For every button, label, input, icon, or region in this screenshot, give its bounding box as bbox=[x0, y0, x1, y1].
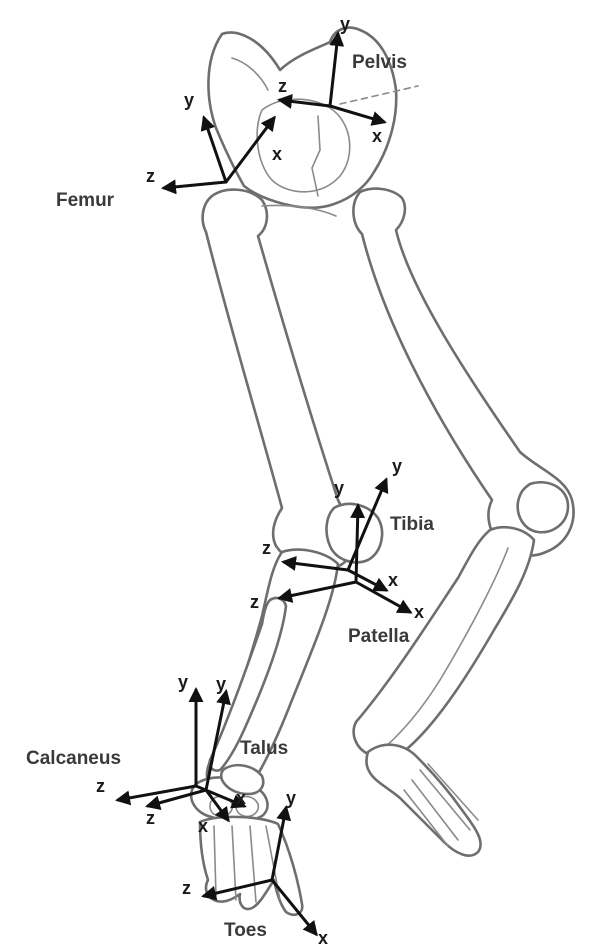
pelvis-axis-z: z bbox=[278, 76, 287, 96]
talus-axis-x: x bbox=[198, 816, 208, 836]
patella-right-bone bbox=[518, 482, 568, 532]
femur-axis-x: x bbox=[272, 144, 282, 164]
label-toes: Toes bbox=[224, 920, 267, 941]
calcaneus-axis-z: z bbox=[96, 776, 105, 796]
patella-axis-z: z bbox=[250, 592, 259, 612]
skeleton-drawing bbox=[191, 28, 573, 915]
patella-axis-x: x bbox=[414, 602, 424, 622]
tibia-axis-x: x bbox=[388, 570, 398, 590]
calcaneus-axis-y: y bbox=[178, 672, 188, 692]
talus-axis-y: y bbox=[216, 674, 226, 694]
label-femur: Femur bbox=[56, 190, 115, 211]
femur-axis-z: z bbox=[146, 166, 155, 186]
talus-axis-z: z bbox=[146, 808, 155, 828]
patella-axis-y: y bbox=[334, 478, 344, 498]
label-patella: Patella bbox=[348, 626, 410, 647]
tibia-axis-y: y bbox=[392, 456, 402, 476]
label-calcaneus: Calcaneus bbox=[26, 748, 121, 769]
femur-axis-y: y bbox=[184, 90, 194, 110]
foot-right-bone bbox=[366, 745, 480, 856]
toes-axis-z: z bbox=[182, 878, 191, 898]
tibia-axis-z: z bbox=[262, 538, 271, 558]
pelvis-axis-x: x bbox=[372, 126, 382, 146]
toes-axis-y: y bbox=[286, 788, 296, 808]
calcaneus-axis-x: x bbox=[236, 788, 246, 808]
label-talus: Talus bbox=[240, 738, 288, 759]
toes-axis-x: x bbox=[318, 928, 328, 948]
label-pelvis: Pelvis bbox=[352, 52, 407, 73]
pelvis-axis-y: y bbox=[340, 14, 350, 34]
label-tibia: Tibia bbox=[390, 514, 434, 535]
